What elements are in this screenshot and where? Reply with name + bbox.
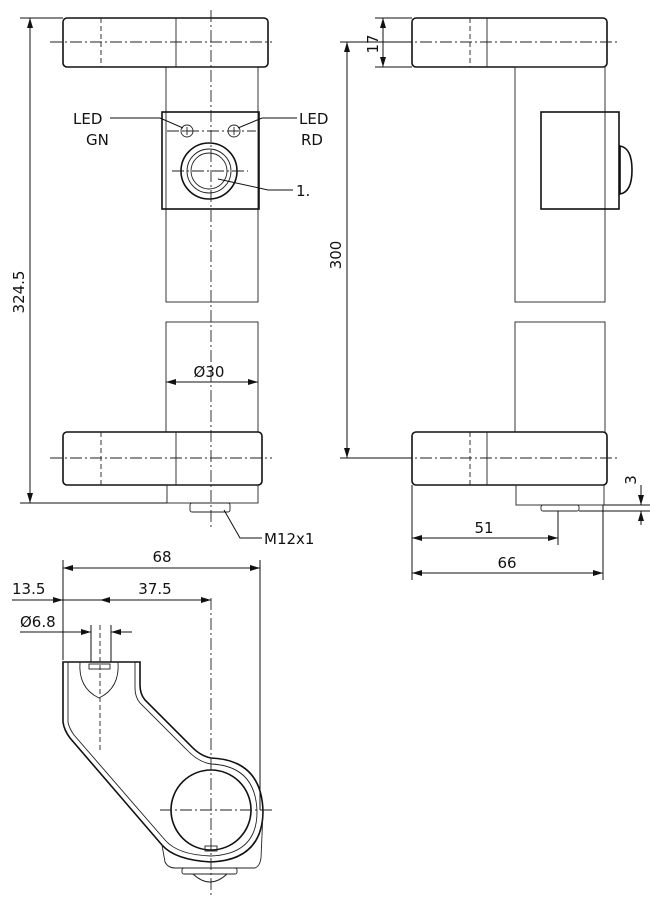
front-view: 324.5 Ø30 LED GN LED RD 1. M12x1 [10, 10, 328, 548]
offset-dim-label: 3 [622, 475, 640, 485]
outer-width-dim-label: 66 [497, 554, 516, 572]
diameter-dim-label: Ø30 [194, 363, 225, 381]
led-rd-label-2: RD [301, 131, 323, 149]
hole-offset-dim-label: 13.5 [12, 580, 45, 598]
center-offset-dim-label: 37.5 [138, 580, 171, 598]
led-gn-label-1: LED [73, 110, 102, 128]
led-rd-label-1: LED [299, 110, 328, 128]
inner-width-dim-label: 51 [474, 519, 493, 537]
height-dim-label: 324.5 [10, 271, 28, 314]
length-dim-label: 300 [327, 241, 345, 270]
side-view: 17 300 3 51 66 [327, 17, 650, 580]
connector-label: M12x1 [264, 530, 314, 548]
hole-diameter-dim-label: Ø6.8 [20, 613, 56, 631]
item-callout: 1. [296, 182, 310, 200]
led-gn-label-2: GN [86, 131, 109, 149]
overall-dim-label: 68 [152, 548, 171, 566]
bar-height-dim-label: 17 [364, 34, 382, 53]
bottom-view: 68 13.5 37.5 Ø6.8 [12, 548, 272, 895]
